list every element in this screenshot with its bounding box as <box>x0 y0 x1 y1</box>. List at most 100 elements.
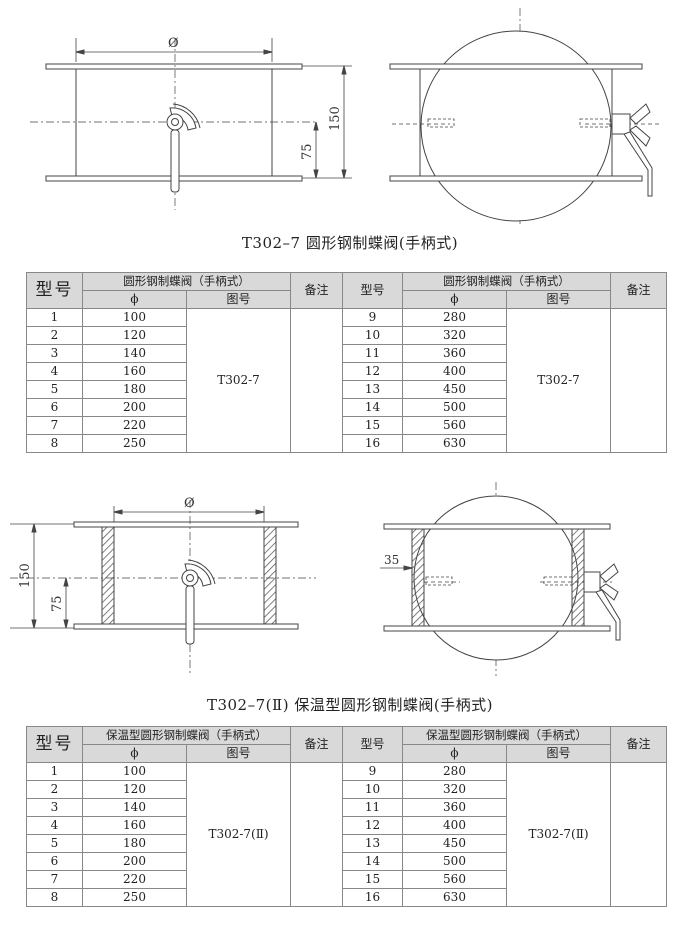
figure1-dim-150: 150 <box>328 106 343 131</box>
model-no: 13 <box>342 834 403 853</box>
model-no: 2 <box>26 326 83 345</box>
phi-value: 500 <box>402 852 507 871</box>
model-no: 16 <box>342 888 403 907</box>
header-note-right: 备注 <box>610 272 667 309</box>
model-no: 10 <box>342 326 403 345</box>
note-cell <box>290 762 343 907</box>
phi-value: 180 <box>82 834 187 853</box>
header-model: 型号 <box>26 272 83 309</box>
header-model-right: 型号 <box>342 726 403 763</box>
drawing-no: T302-7 <box>506 308 611 453</box>
phi-value: 160 <box>82 362 187 381</box>
header-model: 型号 <box>26 726 83 763</box>
figure2-side-view <box>10 500 316 674</box>
model-no: 11 <box>342 798 403 817</box>
spec-table-1: 型号 圆形钢制蝶阀（手柄式） 备注 型号 圆形钢制蝶阀（手柄式） 备注 ϕ 图号… <box>26 272 667 453</box>
figure1-side-view <box>30 38 352 210</box>
phi-value: 450 <box>402 380 507 399</box>
phi-value: 360 <box>402 344 507 363</box>
model-no: 16 <box>342 434 403 453</box>
model-no: 14 <box>342 398 403 417</box>
phi-value: 180 <box>82 380 187 399</box>
model-no: 7 <box>26 870 83 889</box>
figure2-dim-75: 75 <box>50 595 65 612</box>
model-no: 15 <box>342 870 403 889</box>
header-note: 备注 <box>290 272 343 309</box>
header-phi: ϕ <box>82 290 187 309</box>
phi-value: 400 <box>402 816 507 835</box>
phi-value: 220 <box>82 870 187 889</box>
model-no: 3 <box>26 344 83 363</box>
header-phi-right: ϕ <box>402 744 507 763</box>
table-row: 1 100 T302-7 9 280 T302-7 <box>26 308 667 453</box>
figure2-dim-150: 150 <box>18 563 33 588</box>
header-group-right: 保温型圆形钢制蝶阀（手柄式） <box>402 726 611 745</box>
header-group: 保温型圆形钢制蝶阀（手柄式） <box>82 726 291 745</box>
phi-value: 140 <box>82 798 187 817</box>
phi-value: 320 <box>402 326 507 345</box>
figure2-dim-diameter: Ø <box>184 496 195 511</box>
drawing-no: T302-7 <box>186 308 291 453</box>
header-drawing: 图号 <box>186 744 291 763</box>
phi-value: 450 <box>402 834 507 853</box>
top-flange <box>45 63 303 70</box>
note-cell <box>610 308 667 453</box>
phi-value: 360 <box>402 798 507 817</box>
phi-value: 140 <box>82 344 187 363</box>
model-no: 6 <box>26 398 83 417</box>
model-no: 1 <box>26 762 83 781</box>
phi-value: 100 <box>82 308 187 327</box>
valve-disc <box>420 30 612 222</box>
insulation-left <box>101 526 115 625</box>
model-no: 12 <box>342 816 403 835</box>
drawing-no: T302-7(Ⅱ) <box>506 762 611 907</box>
model-no: 15 <box>342 416 403 435</box>
model-no: 4 <box>26 816 83 835</box>
phi-value: 160 <box>82 816 187 835</box>
header-note: 备注 <box>290 726 343 763</box>
model-no: 11 <box>342 344 403 363</box>
phi-value: 200 <box>82 398 187 417</box>
note-cell <box>290 308 343 453</box>
phi-value: 120 <box>82 326 187 345</box>
phi-value: 200 <box>82 852 187 871</box>
phi-value: 220 <box>82 416 187 435</box>
model-no: 3 <box>26 798 83 817</box>
model-no: 6 <box>26 852 83 871</box>
header-group: 圆形钢制蝶阀（手柄式） <box>82 272 291 291</box>
figure1-dim-75: 75 <box>300 143 315 160</box>
figure2-front-view <box>380 482 621 676</box>
model-no: 5 <box>26 834 83 853</box>
model-no: 8 <box>26 888 83 907</box>
figure1-drawing: Ø 150 75 <box>30 8 660 226</box>
model-no: 8 <box>26 434 83 453</box>
phi-value: 250 <box>82 888 187 907</box>
header-drawing: 图号 <box>186 290 291 309</box>
model-no: 9 <box>342 762 403 781</box>
model-no: 13 <box>342 380 403 399</box>
model-no: 10 <box>342 780 403 799</box>
phi-value: 560 <box>402 870 507 889</box>
phi-value: 560 <box>402 416 507 435</box>
model-no: 7 <box>26 416 83 435</box>
phi-value: 630 <box>402 434 507 453</box>
figure1-front-view <box>389 8 660 226</box>
note-cell <box>610 762 667 907</box>
figure2-dim-35: 35 <box>384 553 399 567</box>
phi-value: 280 <box>402 308 507 327</box>
spec-table-2: 型号 保温型圆形钢制蝶阀（手柄式） 备注 型号 保温型圆形钢制蝶阀（手柄式） 备… <box>26 726 667 907</box>
header-phi: ϕ <box>82 744 187 763</box>
model-no: 9 <box>342 308 403 327</box>
insulation-right <box>263 526 277 625</box>
model-no: 1 <box>26 308 83 327</box>
figure1-dim-diameter: Ø <box>168 36 179 51</box>
phi-value: 100 <box>82 762 187 781</box>
phi-value: 630 <box>402 888 507 907</box>
